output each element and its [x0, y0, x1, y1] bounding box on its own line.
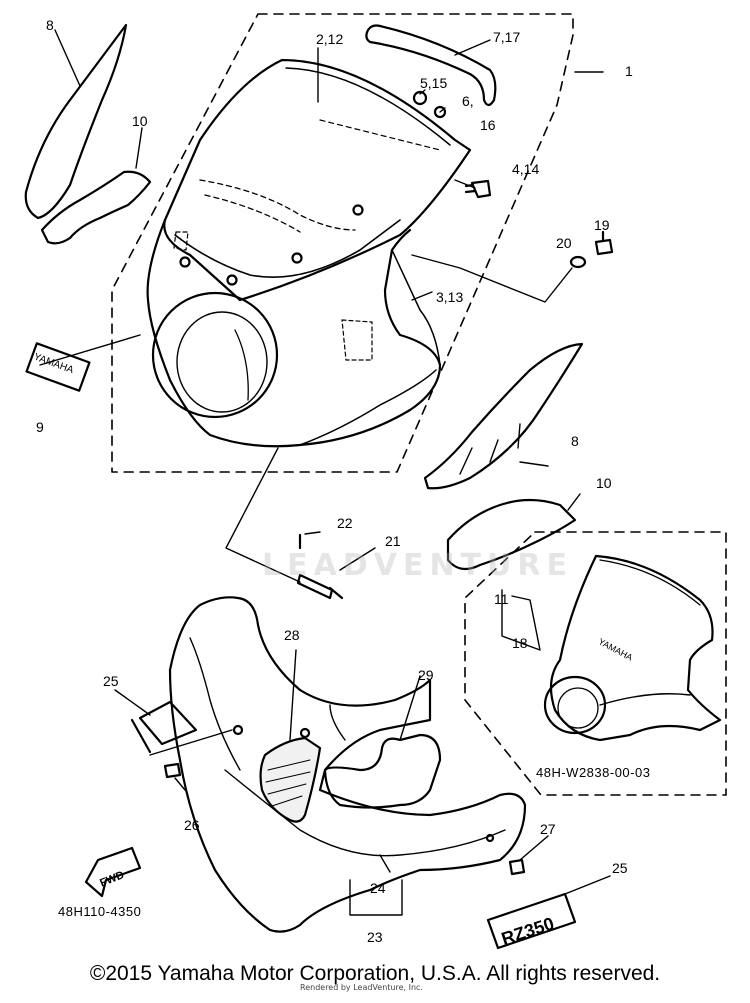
decal-10-top: [40, 170, 152, 245]
leader-lines: [39, 29, 611, 916]
lower-cowl: [168, 596, 527, 933]
screw-4-14: [464, 179, 492, 199]
label-25-right: 25: [612, 860, 628, 876]
sticker-8-mid: [423, 342, 584, 490]
label-22: 22: [337, 515, 353, 531]
rendered-by-note: Rendered by LeadVenture, Inc.: [300, 983, 423, 992]
label-7-17: 7,17: [493, 29, 520, 45]
label-28: 28: [284, 627, 300, 643]
label-24: 24: [370, 880, 386, 896]
label-29: 29: [418, 667, 434, 683]
label-23: 23: [367, 929, 383, 945]
inset-cowl-text: YAMAHA: [597, 636, 635, 662]
mesh-28: [259, 736, 322, 823]
fwd-arrow: [84, 846, 142, 898]
label-10-mid: 10: [596, 475, 612, 491]
label-2-12: 2,12: [316, 31, 343, 47]
top-trim-strip: [365, 24, 497, 107]
screw-26: [163, 762, 182, 779]
decal-10-mid: [446, 498, 577, 571]
washer-20: [569, 255, 587, 269]
label-16: 16: [480, 117, 496, 133]
label-4-14: 4,14: [512, 161, 539, 177]
label-10-top: 10: [132, 113, 148, 129]
part-number-left: 48H110-4350: [58, 904, 141, 919]
sticker-8-top: [24, 23, 128, 220]
screw-27: [508, 858, 526, 876]
label-8-mid: 8: [571, 433, 579, 449]
screw-19: [594, 230, 614, 256]
label-27: 27: [540, 821, 556, 837]
label-19: 19: [594, 217, 610, 233]
inset-cowl: [543, 554, 722, 742]
sticker-25-left: [130, 700, 198, 754]
emblem-9: [25, 342, 91, 392]
label-20: 20: [556, 235, 572, 251]
leadventure-watermark: LEADVENTURE: [262, 548, 573, 583]
screw-21: [296, 573, 344, 600]
part-number-inset: 48H-W2838-00-03: [536, 765, 650, 780]
upper-cowl: [146, 58, 472, 448]
label-5-15: 5,15: [420, 75, 447, 91]
label-21: 21: [385, 533, 401, 549]
label-8-top: 8: [46, 17, 54, 33]
plate-text: RZ350: [499, 913, 557, 949]
callout-labels: 8 10 2,12 7,17 1 5,15 6, 16 4,14 19 20 3…: [32, 17, 650, 949]
plate-25: [486, 892, 577, 950]
label-26: 26: [184, 817, 200, 833]
label-11: 11: [494, 591, 509, 607]
label-9: 9: [36, 419, 44, 435]
fwd-text: FWD: [98, 869, 126, 890]
assembly-boundary-main: [111, 13, 574, 473]
label-25-left: 25: [103, 673, 119, 689]
label-6: 6,: [462, 93, 474, 109]
label-3-13: 3,13: [436, 289, 463, 305]
label-18: 18: [512, 635, 528, 651]
label-1: 1: [625, 63, 633, 79]
panel-29: [323, 733, 442, 809]
copyright-footer: ©2015 Yamaha Motor Corporation, U.S.A. A…: [89, 962, 661, 985]
